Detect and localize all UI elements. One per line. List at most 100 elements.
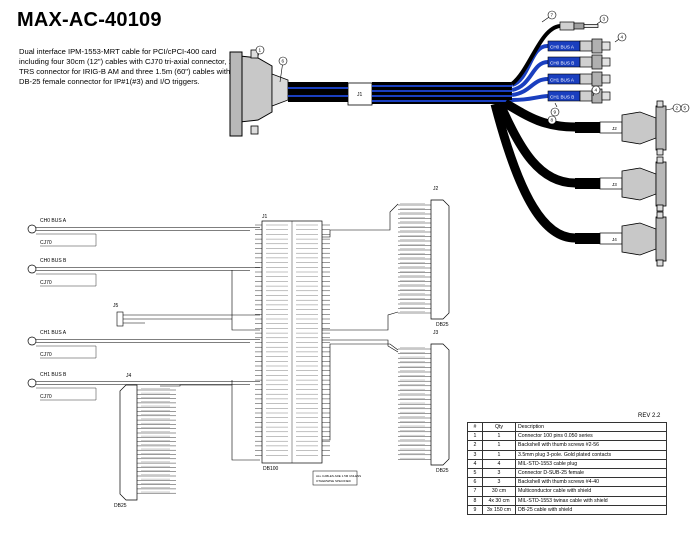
db25-pin-lines <box>137 203 431 494</box>
bus-routing <box>160 203 399 461</box>
callout-number-4: 1 <box>259 48 262 53</box>
j1-sleeve-text: J1 <box>357 92 363 98</box>
cj70-label-3: CH1 BUS A <box>550 78 575 83</box>
j4-name: J4 <box>126 373 132 379</box>
row-description: Connector 100 pins 0.050 series <box>515 431 667 442</box>
row-description: MIL-STD-1553 twinax cable with shield <box>515 495 667 506</box>
j3-part: DB25 <box>436 468 449 474</box>
j3-connector: J3 DB25 <box>430 330 450 474</box>
cj70-label-ch0b: CJ70 <box>40 280 52 286</box>
callout-number-9: 2 <box>676 106 679 111</box>
document-title: MAX-AC-40109 <box>17 9 162 31</box>
callout-bubbles <box>255 10 690 125</box>
row-number: 8 <box>467 495 483 506</box>
j2-name: J2 <box>433 186 439 192</box>
cj70-connectors <box>579 38 611 104</box>
row-qty: 30 cm <box>482 486 516 497</box>
callout-number-3: 4 <box>621 35 624 40</box>
twinax-connector-symbol <box>27 224 37 234</box>
row-qty: 3x 150 cm <box>482 504 516 515</box>
j1-pin-lines <box>255 224 330 456</box>
note-line-2: OTHERWISE SPECIFIED <box>316 479 352 483</box>
row-number: 9 <box>467 504 483 515</box>
db25-branches <box>490 99 576 243</box>
db25-label-j4: J4 <box>612 237 617 242</box>
row-description: MIL-STD-1553 cable plug <box>515 458 667 469</box>
cj70-label-2: CH0 BUS B <box>550 61 574 66</box>
cj70-symbols <box>27 224 260 401</box>
row-qty: 3 <box>482 467 516 479</box>
row-description: DB-25 cable with shield <box>515 504 667 515</box>
revision-label: REV 2.2 <box>638 413 661 419</box>
row-qty: 1 <box>482 440 516 451</box>
ch0-bus-a-label: CH0 BUS A <box>40 218 67 224</box>
col-description-header: Description <box>515 421 667 433</box>
row-description: 3.5mm plug 3-pole. Gold plated contacts <box>515 449 667 460</box>
parts-table-header: # Qty Description <box>467 421 667 433</box>
col-number-header: # <box>467 421 483 433</box>
row-qty: 4 <box>482 458 516 469</box>
j5-name: J5 <box>113 303 119 309</box>
row-number: 4 <box>467 458 483 469</box>
db25-connectors <box>621 100 667 267</box>
j4-connector: J4 DB25 <box>114 373 138 509</box>
callout-number-1: 7 <box>551 13 554 18</box>
cj70-label-ch0a: CJ70 <box>40 240 52 246</box>
cj70-label-4: CH1 BUS B <box>550 95 574 100</box>
row-description: Backshell with thumb screws #4-40 <box>515 477 667 488</box>
db25-label-j3: J3 <box>612 182 617 187</box>
row-description: Backshell with thumb screws #2-56 <box>515 440 667 451</box>
j1-part: DB100 <box>263 466 279 472</box>
trs-plug <box>559 21 599 31</box>
row-description: Connector D-SUB-25 female <box>515 467 667 479</box>
cj70-label-1: CH0 BUS A <box>550 45 575 50</box>
twinax-connector-symbol <box>27 264 37 274</box>
row-number: 5 <box>467 467 483 479</box>
j4-part: DB25 <box>114 503 127 509</box>
row-number: 6 <box>467 477 483 488</box>
callout-number-5: 6 <box>282 59 285 64</box>
ch0-bus-b-label: CH0 BUS B <box>40 258 67 264</box>
j2-connector: J2 DB25 <box>430 186 450 328</box>
callout-numbers: 7 3 4 1 6 9 8 4 2 5 <box>259 13 687 123</box>
row-number: 2 <box>467 440 483 451</box>
j5-trs-symbol <box>116 311 260 327</box>
row-qty: 4x 30 cm <box>482 495 516 506</box>
callout-number-2: 3 <box>603 17 606 22</box>
twinax-connector-symbol <box>27 378 37 388</box>
callout-number-7: 8 <box>551 118 554 123</box>
row-number: 1 <box>467 431 483 442</box>
j2-part: DB25 <box>436 322 449 328</box>
cj70-label-ch1b: CJ70 <box>40 394 52 400</box>
row-qty: 1 <box>482 449 516 460</box>
cj70-branches <box>510 24 561 102</box>
callout-number-6: 9 <box>554 110 557 115</box>
note-line-1: ALL CABLES ARE 1.5M UNLESS <box>316 474 361 478</box>
callout-number-8: 4 <box>595 88 598 93</box>
twinax-connector-symbol <box>27 336 37 346</box>
row-description: Multiconductor cable with shield <box>515 486 667 497</box>
db25-label-j2: J2 <box>612 126 617 131</box>
row-qty: 1 <box>482 431 516 442</box>
j3-name: J3 <box>433 330 439 336</box>
cj70-label-ch1a: CJ70 <box>40 352 52 358</box>
db100-backshell <box>229 49 289 137</box>
j1-name: J1 <box>262 214 268 220</box>
main-cable-trunk <box>288 82 348 102</box>
cable-description: Dual interface IPM-1553-MRT cable for PC… <box>19 47 233 86</box>
col-qty-header: Qty <box>482 421 516 433</box>
ch1-bus-b-label: CH1 BUS B <box>40 372 67 378</box>
callout-number-10: 5 <box>684 106 687 111</box>
note-box <box>312 470 358 486</box>
ch1-bus-a-label: CH1 BUS A <box>40 330 67 336</box>
